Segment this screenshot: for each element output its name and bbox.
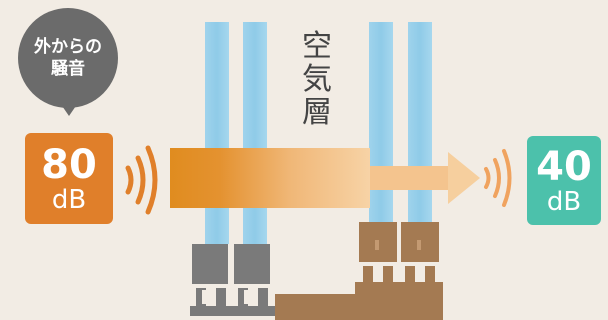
output-db-unit: dB <box>546 186 582 217</box>
bubble-text-line1: 外からの <box>34 37 102 57</box>
bubble-tail <box>58 100 80 116</box>
left-window-frame <box>190 244 280 316</box>
noise-transmission-arrow <box>170 148 480 208</box>
input-db-value: 80 <box>41 141 97 188</box>
right-window-frame <box>275 222 443 320</box>
output-db-badge: 40 dB <box>527 136 601 225</box>
sound-wave-out-icon <box>484 149 512 207</box>
input-db-unit: dB <box>51 184 87 215</box>
air-layer-label: 空気層 <box>302 29 332 130</box>
output-db-value: 40 <box>536 143 592 190</box>
noise-source-bubble: 外からの 騒音 <box>18 8 118 108</box>
input-db-badge: 80 dB <box>25 133 113 224</box>
bubble-text-line2: 騒音 <box>51 59 85 79</box>
sound-wave-in-icon <box>125 145 158 215</box>
